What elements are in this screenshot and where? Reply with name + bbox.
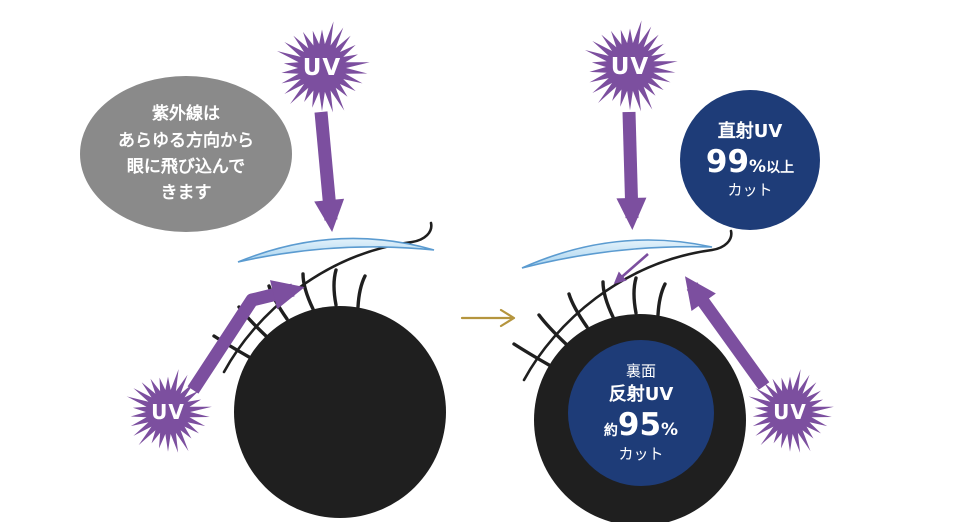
badge-direct-qualifier: 以上	[766, 159, 795, 176]
eye-illustration-left	[212, 221, 448, 520]
uv-label: UV	[302, 55, 342, 81]
uv-label: UV	[773, 400, 807, 424]
uv-burst-spikes	[585, 20, 678, 112]
badge-reflect-action: カット	[618, 444, 664, 463]
transition-arrow	[460, 308, 516, 328]
uv-arrow-right-bottom	[684, 276, 770, 390]
bubble-line-3: 眼に飛び込んで	[126, 157, 246, 177]
badge-reflect-value: 95	[617, 407, 662, 444]
residual-reflection-arrow	[613, 253, 649, 284]
bubble-line-1: 紫外線は	[152, 104, 220, 125]
uv-burst-spikes	[748, 369, 834, 453]
uv-arrow-left-bottom	[187, 280, 305, 394]
contact-lens-left	[237, 237, 435, 263]
badge-direct-percent: %	[749, 156, 767, 177]
badge-direct-uv: 直射UV 99 % 以上 カット	[680, 90, 820, 230]
badge-reflect-value-line: 約 95 %	[604, 408, 678, 444]
badge-direct-title: 直射UV	[717, 120, 783, 142]
uv-burst-right-bottom: UV	[744, 366, 836, 458]
badge-reflect-uv: 裏面 反射UV 約 95 % カット	[568, 340, 714, 486]
uv-label: UV	[610, 54, 650, 80]
uv-burst-left-top: UV	[272, 18, 372, 118]
uv-burst-spikes	[126, 369, 212, 453]
uv-burst-right-top: UV	[580, 17, 680, 117]
badge-direct-action: カット	[727, 181, 773, 200]
badge-direct-value-line: 99 % 以上	[705, 143, 795, 181]
badge-reflect-line2: 反射UV	[608, 384, 674, 406]
badge-direct-value: 99	[705, 143, 750, 180]
uv-label: UV	[151, 400, 185, 424]
speech-bubble: 紫外線は あらゆる方向から 眼に飛び込んで きます	[80, 76, 292, 232]
bubble-line-2: あらゆる方向から	[118, 130, 254, 151]
uv-arrow-left-top	[314, 111, 345, 232]
badge-reflect-qualifier: 約	[603, 423, 618, 440]
uv-burst-left-bottom: UV	[122, 366, 214, 458]
badge-reflect-percent: %	[661, 420, 679, 441]
contact-lens-right	[521, 239, 713, 269]
uv-arrow-right-top	[616, 111, 647, 230]
bubble-line-4: きます	[160, 183, 212, 204]
uv-burst-spikes	[277, 21, 370, 113]
badge-reflect-line1: 裏面	[625, 362, 656, 381]
